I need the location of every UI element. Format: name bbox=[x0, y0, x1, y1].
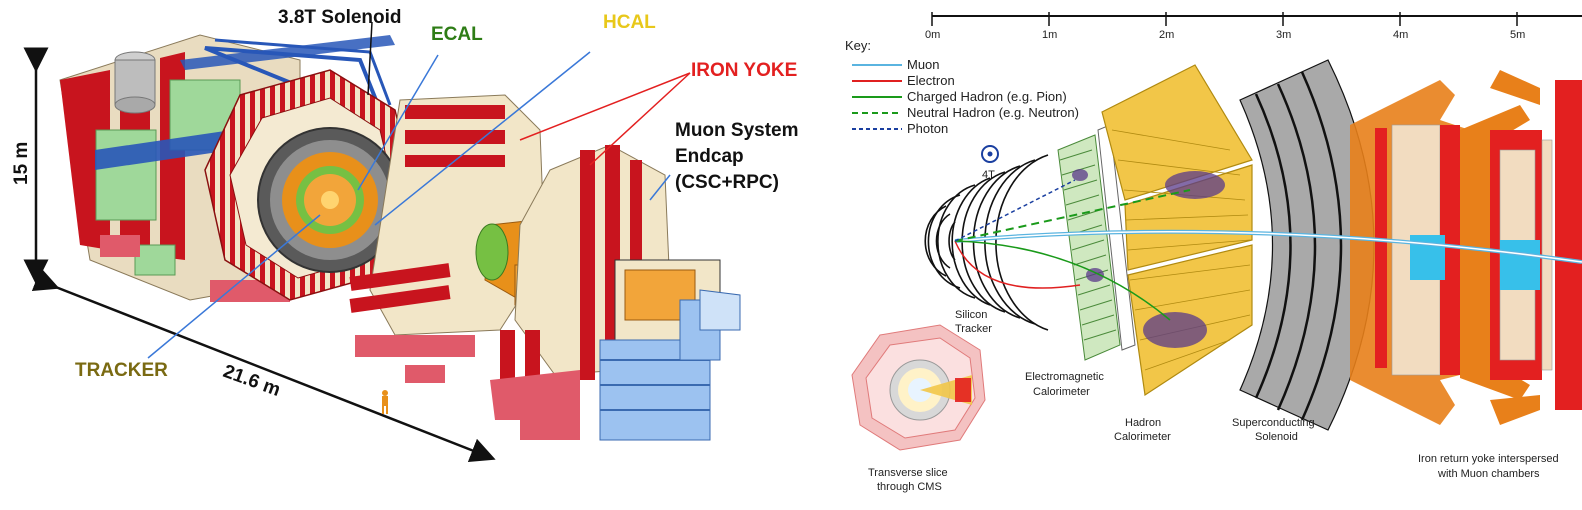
key-item-photon: Photon bbox=[907, 121, 948, 136]
scale-tick-3m: 3m bbox=[1276, 29, 1291, 41]
solenoid-label: 3.8T Solenoid bbox=[278, 7, 402, 28]
scale-tick-2m: 2m bbox=[1159, 29, 1174, 41]
cms-3d-cutaway: 3.8T Solenoid ECAL HCAL IRON YOKE Muon S… bbox=[11, 7, 799, 463]
scale-tick-1m: 1m bbox=[1042, 29, 1057, 41]
iron-yoke-label: IRON YOKE bbox=[691, 60, 797, 81]
transverse-slice-thumbnail bbox=[851, 324, 986, 451]
slice-label-1: Transverse slice bbox=[868, 467, 948, 479]
electron-track bbox=[954, 240, 1081, 289]
barrel-yoke bbox=[59, 34, 395, 302]
key-item-charged-hadron: Charged Hadron (e.g. Pion) bbox=[907, 89, 1067, 104]
endcap-disks bbox=[490, 144, 741, 441]
key-item-muon: Muon bbox=[907, 57, 940, 72]
scale-tick-4m: 4m bbox=[1393, 29, 1408, 41]
height-label: 15 m bbox=[11, 142, 32, 185]
ecal-region bbox=[1057, 124, 1136, 361]
key-item-neutral-hadron: Neutral Hadron (e.g. Neutron) bbox=[907, 105, 1079, 120]
hcal-label-2: Calorimeter bbox=[1114, 431, 1171, 443]
exploded-wheels bbox=[349, 94, 601, 383]
ecal-label-2: Calorimeter bbox=[1033, 386, 1090, 398]
solenoid-label-1: Superconducting bbox=[1232, 417, 1315, 429]
ecal-label-1: Electromagnetic bbox=[1025, 371, 1104, 383]
yoke-label-1: Iron return yoke interspersed bbox=[1418, 453, 1559, 465]
hcal-region bbox=[1072, 64, 1253, 397]
particle-tracks bbox=[954, 179, 1582, 321]
key-item-electron: Electron bbox=[907, 73, 955, 88]
cms-transverse-slice: 0m 1m 2m 3m 4m 5m Key: Muon Electron Cha… bbox=[845, 12, 1582, 493]
iron-yoke-region bbox=[1350, 70, 1582, 425]
muon-system-label: Muon System bbox=[675, 120, 799, 141]
tracker-label-2: Tracker bbox=[955, 323, 992, 335]
slice-label-2: through CMS bbox=[877, 481, 942, 493]
charged-hadron-track bbox=[954, 240, 1171, 321]
scale-tick-5m: 5m bbox=[1510, 29, 1525, 41]
ecal-label: ECAL bbox=[431, 24, 483, 45]
neutral-hadron-track bbox=[954, 189, 1191, 242]
length-arrow bbox=[31, 267, 496, 463]
yoke-label-2: with Muon chambers bbox=[1437, 468, 1540, 480]
leader-lines bbox=[147, 21, 691, 359]
scale-tick-0m: 0m bbox=[925, 29, 940, 41]
human-figure-icon bbox=[382, 390, 388, 414]
hcal-label-1: Hadron bbox=[1125, 417, 1161, 429]
muon-csc-rpc-label: (CSC+RPC) bbox=[675, 172, 779, 193]
distance-scale-bar: 0m 1m 2m 3m 4m 5m bbox=[925, 12, 1582, 41]
photon-track bbox=[954, 179, 1076, 242]
length-label: 21.6 m bbox=[220, 361, 283, 401]
tracker-label: TRACKER bbox=[75, 360, 168, 381]
key-title: Key: bbox=[845, 38, 871, 53]
tracker-label-1: Silicon bbox=[955, 309, 987, 321]
muon-endcap-label: Endcap bbox=[675, 146, 744, 167]
solenoid-label-2: Solenoid bbox=[1255, 431, 1298, 443]
particle-key: Key: Muon Electron Charged Hadron (e.g. … bbox=[845, 38, 1079, 136]
hcal-label: HCAL bbox=[603, 12, 656, 33]
